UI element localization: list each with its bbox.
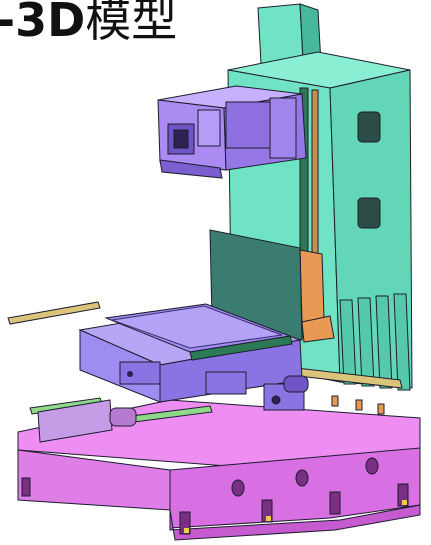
rail-accent xyxy=(377,403,385,415)
base-marker xyxy=(402,500,407,505)
base-foot xyxy=(261,499,273,523)
rail-accent xyxy=(331,395,339,407)
spindle-nose-inner xyxy=(173,129,189,149)
table-bolt xyxy=(271,395,281,405)
base-marker xyxy=(266,516,271,521)
headstock-motor xyxy=(225,101,273,149)
rail-accent xyxy=(355,399,363,411)
column-cover-panel xyxy=(209,229,303,341)
headstock-motor xyxy=(197,109,221,147)
table-block xyxy=(119,361,161,385)
machine-headstock xyxy=(157,85,307,179)
column-window xyxy=(357,197,381,229)
column-ribs xyxy=(339,293,411,391)
x-rail xyxy=(7,301,101,325)
headstock-slide xyxy=(269,97,297,159)
x-axis-motor xyxy=(283,375,309,393)
column-accent xyxy=(301,315,335,343)
base-marker xyxy=(184,528,189,533)
base-hole xyxy=(231,479,245,497)
table-top-surface xyxy=(111,305,283,349)
table-edge xyxy=(189,335,293,361)
table-block xyxy=(205,371,247,395)
column-accent xyxy=(299,249,325,323)
title-suffix: 模型 xyxy=(85,0,178,47)
spindle-housing xyxy=(159,159,223,179)
machine-table-assembly xyxy=(7,301,403,443)
base-foot xyxy=(179,511,191,535)
base-hole xyxy=(365,457,379,475)
base-skirt xyxy=(169,504,421,541)
page-title: -3D模型 xyxy=(0,0,177,46)
title-prefix: -3D xyxy=(0,0,86,47)
front-motor xyxy=(109,407,137,427)
column-window xyxy=(357,111,381,143)
table-bolt xyxy=(127,371,133,377)
base-foot xyxy=(21,477,31,497)
base-foot xyxy=(329,491,341,515)
front-cover xyxy=(37,399,113,443)
base-foot xyxy=(397,483,409,507)
base-hole xyxy=(295,469,309,487)
